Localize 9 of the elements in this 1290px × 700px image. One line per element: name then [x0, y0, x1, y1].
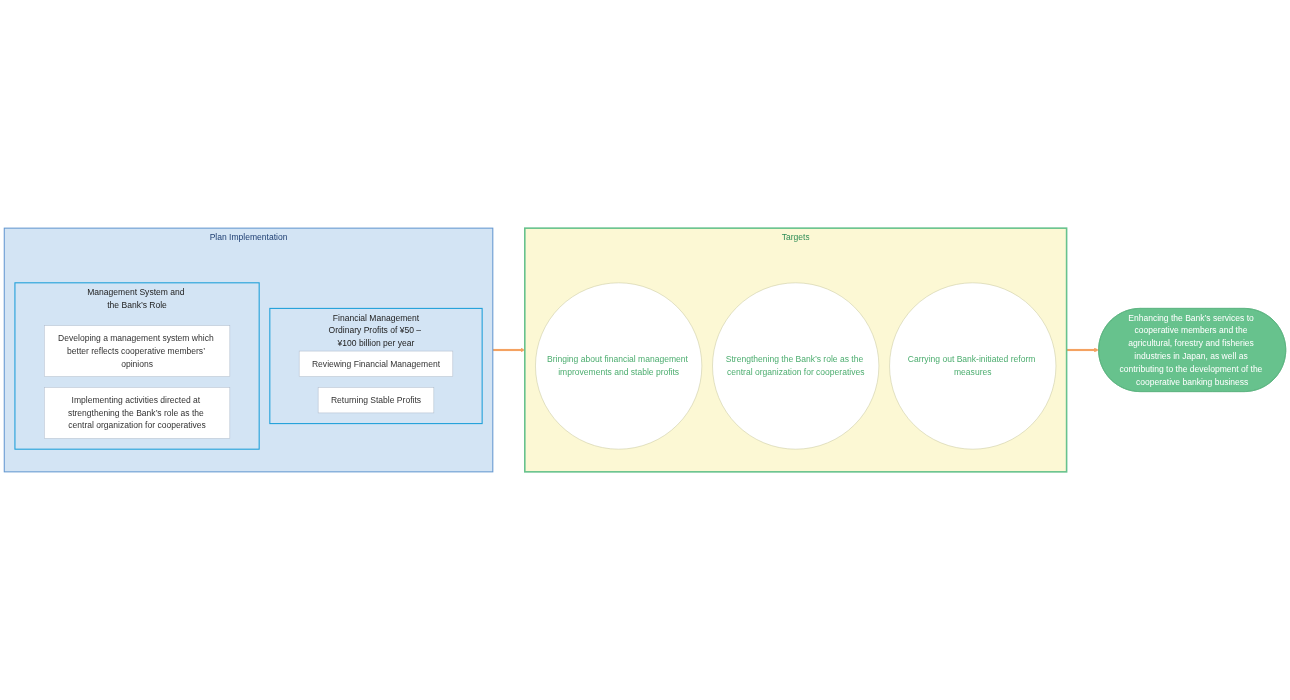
node-box: Returning Stable Profits — [317, 387, 435, 414]
node-circle: Bringing about financial management improvements and stable profits — [535, 282, 703, 450]
node-box: Reviewing Financial Management — [298, 350, 454, 377]
node-circle: Strengthening the Bank’s role as the central organization for cooperatives — [712, 282, 880, 450]
node-box: Implementing activities directed at strengthening the Bank’s role as the central organization for cooperatives — [44, 387, 231, 439]
arrow — [1066, 347, 1099, 353]
node-box: Developing a management system which better reflects cooperative members’ opinions — [44, 325, 231, 377]
arrow — [492, 347, 525, 353]
node-circle: Carrying out Bank-initiated reform measures — [889, 282, 1057, 450]
